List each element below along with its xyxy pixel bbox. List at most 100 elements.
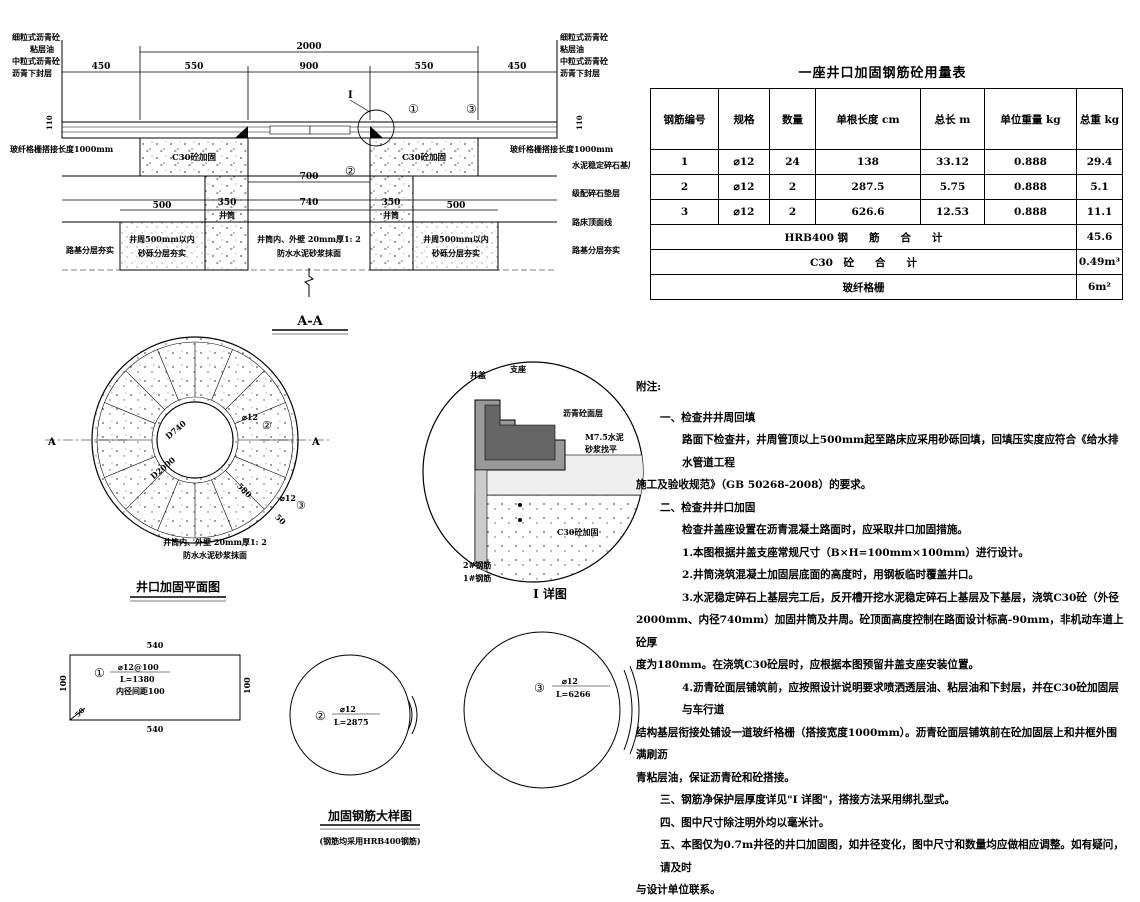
note-line: 三、钢筋净保护层厚度详见"I 详图"，搭接方法采用绑扎型式。 bbox=[660, 794, 956, 806]
r2-len: L=2875 bbox=[334, 717, 369, 727]
detail-label-bar1: 1#钢筋 bbox=[463, 573, 491, 583]
table-header-row: 钢筋编号 规格 数量 单根长度 cm 总长 m 单位重量 kg 总重 kg bbox=[650, 88, 1123, 150]
detail-drawing: 井盖 支座 沥青砼面层 M7.5水泥 砂浆找平 C30砼加固 2#钢筋 1#钢筋… bbox=[422, 361, 644, 601]
table-cell: 626.6 bbox=[815, 199, 921, 225]
rebar-detail-title: 加固钢筋大样图 bbox=[327, 808, 412, 823]
detail-label-seat: 支座 bbox=[509, 364, 526, 374]
layer-label-l2: 粘层油 bbox=[29, 44, 54, 54]
notes-heading: 附注: bbox=[636, 381, 662, 393]
table-cell: ⌀12 bbox=[718, 149, 770, 175]
table-sum-label: C30 砼 合 计 bbox=[650, 249, 1077, 275]
plan-rebar-spoke bbox=[211, 349, 233, 401]
dim-450-left: 450 bbox=[92, 62, 111, 72]
plan-drawing: A A D740 D2000 ⌀12 ② ⌀12 ③ 580 50 井筒内、外壁… bbox=[45, 336, 330, 602]
dim-550-left: 550 bbox=[185, 62, 204, 72]
table-sum-row: HRB400 钢 筋 合 计 45.6 bbox=[650, 224, 1123, 250]
r2-spec: ⌀12 bbox=[340, 704, 356, 714]
table-sum-label: HRB400 钢 筋 合 计 bbox=[650, 224, 1077, 250]
fill-left-2: 砂砾分层夯实 bbox=[137, 248, 186, 258]
note-line: 青粘层油，保证沥青砼和砼搭接。 bbox=[636, 771, 795, 784]
table-row: 3 ⌀12 2 626.6 12.53 0.888 11.1 bbox=[650, 199, 1123, 225]
table-sum-value: 0.49m³ bbox=[1076, 249, 1123, 275]
callout-3: ③ bbox=[466, 102, 477, 116]
table-row: 1 ⌀12 24 138 33.12 0.888 29.4 bbox=[650, 149, 1123, 175]
r1-dim-w2: 540 bbox=[147, 724, 164, 734]
note-line: 一、检查井井周回填 bbox=[660, 411, 756, 424]
note-line: 与设计单位联系。 bbox=[636, 884, 721, 896]
table-cell: 2 bbox=[769, 174, 816, 200]
quantity-table: 钢筋编号 规格 数量 单根长度 cm 总长 m 单位重量 kg 总重 kg 1 … bbox=[650, 88, 1123, 300]
table-sum-value: 6m² bbox=[1076, 274, 1123, 300]
r3-len: L=6266 bbox=[556, 689, 591, 699]
plan-rebar2-spec: ⌀12 bbox=[242, 412, 258, 422]
table-cell: 138 bbox=[815, 149, 921, 175]
section-aa-drawing: 2000 450 550 900 550 450 110 110 700 350… bbox=[10, 32, 630, 335]
layer-label-r3: 中粒式沥青砼 bbox=[560, 56, 609, 66]
r1-dim-50: 50 bbox=[73, 706, 86, 719]
dim-500-right: 500 bbox=[447, 201, 466, 211]
plan-rebar-spoke bbox=[125, 470, 165, 510]
r3-num: ③ bbox=[534, 681, 545, 695]
table-cell: 5.75 bbox=[920, 174, 985, 200]
dim-700: 700 bbox=[300, 172, 319, 182]
table-cell: 29.4 bbox=[1076, 149, 1123, 175]
geogrid-label-right: 玻纤格栅搭接长度1000mm bbox=[510, 144, 614, 154]
geogrid-label-left: 玻纤格栅搭接长度1000mm bbox=[10, 144, 114, 154]
fill-right-2: 砂砾分层夯实 bbox=[431, 248, 480, 258]
r1-spec: ⌀12@100 bbox=[118, 662, 159, 672]
fill-right-1: 井周500mm以内 bbox=[423, 234, 489, 244]
note-line: 2.井筒浇筑混凝土加固层底面的高度时，用钢板临时覆盖井口。 bbox=[682, 569, 980, 581]
table-cell: 0.888 bbox=[984, 149, 1077, 175]
r1-dim-h: 100 bbox=[58, 675, 68, 692]
c30-label-right: C30砼加固 bbox=[402, 152, 446, 163]
c30-label-left: C30砼加固 bbox=[172, 152, 216, 163]
plan-rebar-spoke bbox=[211, 479, 233, 531]
note-line: 五、本图仅为0.7m井径的井口加固图，如井径变化，图中尺寸和数量均应做相应调整。… bbox=[660, 839, 1124, 874]
r1-note: 内径间距100 bbox=[116, 686, 165, 696]
note-line: 结构基层衔接处铺设一道玻纤格栅（搭接宽度1000mm）。沥青砼面层铺筑前在砼加固… bbox=[636, 726, 1117, 762]
note-line: 施工及验收规范》（GB 50268-2008）的要求。 bbox=[636, 479, 872, 491]
detail-label-mortar: M7.5水泥 bbox=[585, 432, 624, 442]
layer-gravel: 级配碎石垫层 bbox=[571, 188, 620, 198]
table-header: 单根长度 cm bbox=[815, 88, 921, 150]
dim-900: 900 bbox=[300, 62, 319, 72]
note-line: 四、图中尺寸除注明外均以毫米计。 bbox=[660, 816, 830, 829]
r3-spec: ⌀12 bbox=[562, 676, 578, 686]
note-line: 3.水泥稳定碎石上基层完工后，反开槽开挖水泥稳定碎石上基层及下基层，浇筑C30砼… bbox=[682, 591, 1119, 604]
layer-label-l3: 中粒式沥青砼 bbox=[12, 56, 61, 66]
layer-label-l1: 细粒式沥青砼 bbox=[12, 32, 61, 42]
plan-rebar-spoke bbox=[125, 370, 165, 410]
r2-num: ② bbox=[315, 709, 326, 723]
plan-rebar-spoke bbox=[234, 402, 286, 424]
callout-I: I bbox=[348, 90, 353, 101]
detail-title: I 详图 bbox=[533, 586, 567, 601]
plan-callout-2: ② bbox=[262, 419, 272, 432]
table-header: 钢筋编号 bbox=[650, 88, 719, 150]
table-cell: 0.888 bbox=[984, 199, 1077, 225]
plan-rebar-spoke bbox=[157, 349, 179, 401]
section-title: A-A bbox=[296, 314, 323, 329]
dim-740: 740 bbox=[300, 198, 319, 208]
table-cell: 287.5 bbox=[815, 174, 921, 200]
r1-len: L=1380 bbox=[120, 674, 155, 684]
callout-2: ② bbox=[345, 164, 356, 178]
note-line: 检查井盖座设置在沥青混凝土路面时，应采取井口加固措施。 bbox=[682, 524, 969, 536]
table-header: 规格 bbox=[718, 88, 770, 150]
note-line: 2000mm、内径740mm）加固井筒及井周。砼顶面高度控制在路面设计标高-90… bbox=[636, 614, 1124, 649]
table-cell: 2 bbox=[769, 199, 816, 225]
callout-1: ① bbox=[408, 102, 419, 116]
layer-label-r2: 粘层油 bbox=[559, 44, 584, 54]
r1-num: ① bbox=[94, 666, 105, 680]
plaster-note-1: 井筒内、外壁 20mm厚1: 2 bbox=[257, 234, 361, 244]
layer-compact-right: 路基分层夯实 bbox=[572, 245, 620, 255]
plan-callout-3: ③ bbox=[296, 499, 306, 512]
layer-subgrade-top: 路床顶面线 bbox=[572, 217, 612, 227]
plan-dim-50: 50 bbox=[273, 512, 288, 527]
rebar-detail-subtitle: (钢筋均采用HRB400钢筋) bbox=[319, 836, 420, 846]
table-cell: 33.12 bbox=[920, 149, 985, 175]
detail-label-c30: C30砼加固 bbox=[557, 527, 599, 537]
note-line: 度为180mm。在浇筑C30砼层时，应根据本图预留井盖支座安装位置。 bbox=[636, 659, 980, 671]
table-cell: 2 bbox=[650, 174, 719, 200]
plan-rebar-spoke bbox=[104, 456, 156, 478]
note-line: 二、检查井井口加固 bbox=[660, 501, 756, 514]
